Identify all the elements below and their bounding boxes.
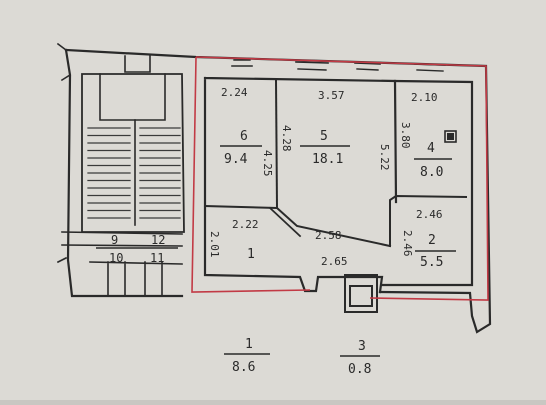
stairwell-walls bbox=[81, 73, 185, 233]
dim-r1-side: 2.01 bbox=[208, 231, 221, 258]
dim-side-r4: 3.80 bbox=[399, 122, 412, 149]
room-4-number: 4 bbox=[427, 141, 435, 156]
dim-corridor-a: 2.22 bbox=[232, 218, 259, 231]
apartment-walls-right bbox=[380, 79, 474, 287]
wall-ticks bbox=[56, 42, 72, 264]
room-5-number: 5 bbox=[320, 129, 328, 144]
stove-symbol bbox=[447, 133, 454, 140]
stair-window bbox=[124, 55, 151, 73]
room-2-number: 2 bbox=[428, 233, 436, 248]
area-legend: 1 8.6 3 0.8 bbox=[224, 337, 380, 377]
legend-1-area: 8.6 bbox=[232, 360, 255, 375]
legend-3-number: 3 bbox=[358, 339, 366, 354]
stair-area-labels: 9 12 10 11 bbox=[96, 233, 178, 265]
stair-label-9: 9 bbox=[111, 233, 118, 247]
wall-r6-r5 bbox=[274, 78, 279, 210]
stove-symbol-outline bbox=[444, 130, 457, 143]
room-1-number: 1 bbox=[247, 247, 255, 262]
dim-bottom: 2.65 bbox=[321, 255, 348, 268]
stair-landing bbox=[99, 73, 166, 121]
storage-closet bbox=[344, 274, 378, 313]
legend-3-area: 0.8 bbox=[348, 362, 371, 377]
room-2-area: 5.5 bbox=[420, 255, 443, 270]
top-windows bbox=[231, 61, 446, 67]
stair-treads bbox=[87, 127, 181, 219]
dim-r2-top: 2.46 bbox=[416, 208, 443, 221]
dim-top-r4: 2.10 bbox=[411, 91, 438, 104]
stair-label-10: 10 bbox=[109, 251, 123, 265]
room-4-area: 8.0 bbox=[420, 165, 443, 180]
dim-side-r5-right: 5.22 bbox=[378, 144, 391, 171]
dim-top-r6: 2.24 bbox=[221, 86, 248, 99]
legend-1-number: 1 bbox=[245, 337, 253, 352]
room-6-area: 9.4 bbox=[224, 152, 248, 167]
dim-corridor-b: 2.58 bbox=[315, 229, 342, 242]
room-labels: 6 9.4 5 18.1 4 8.0 2 5.5 1 bbox=[220, 129, 456, 270]
red-contour bbox=[191, 56, 489, 301]
room-5-area: 18.1 bbox=[312, 152, 343, 167]
dim-side-r5-left: 4.28 bbox=[280, 125, 293, 152]
door-swing bbox=[268, 206, 302, 238]
dimension-labels: 2.24 3.57 2.10 4.25 4.28 5.22 3.80 2.46 … bbox=[208, 86, 443, 268]
room-6-number: 6 bbox=[240, 129, 248, 144]
wall-corridor bbox=[203, 204, 392, 248]
dim-top-r5: 3.57 bbox=[318, 89, 345, 102]
wall-r4-r2 bbox=[389, 194, 468, 247]
top-windows-inner bbox=[233, 59, 444, 72]
stair-label-11: 11 bbox=[150, 251, 164, 265]
dim-r2-side: 2.46 bbox=[401, 230, 414, 257]
stair-label-12: 12 bbox=[151, 233, 165, 247]
annex-grid bbox=[61, 231, 183, 297]
dim-side-r6: 4.25 bbox=[261, 150, 274, 177]
